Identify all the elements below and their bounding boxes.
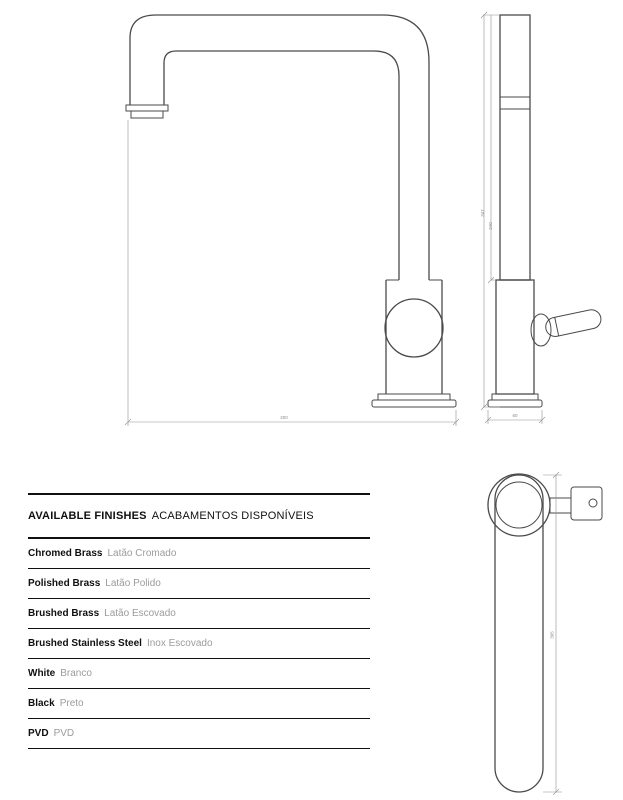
finish-name-en: PVD: [28, 728, 49, 739]
faucet-front-outline: [125, 14, 457, 408]
faucet-side-outline: [487, 14, 602, 408]
lever-end-plan: [570, 486, 603, 521]
finish-row: White Branco: [28, 659, 370, 689]
finishes-table: AVAILABLE FINISHES ACABAMENTOS DISPONÍVE…: [28, 493, 370, 749]
finish-name-en: Brushed Brass: [28, 608, 100, 619]
finishes-table-header: AVAILABLE FINISHES ACABAMENTOS DISPONÍVE…: [28, 495, 370, 539]
side-height-dimensions: 347 240: [480, 11, 500, 411]
finish-name-en: Black: [28, 698, 55, 709]
faucet-side-view-drawing: 347 240 60: [480, 8, 620, 433]
finish-row: Brushed Brass Latão Escovado: [28, 599, 370, 629]
finish-name-en: Brushed Stainless Steel: [28, 638, 142, 649]
faucet-top-view-drawing: 305: [480, 465, 620, 795]
plan-depth-dimension: 305: [543, 471, 562, 795]
front-width-dimension-label: 200: [280, 415, 288, 420]
finishes-header-en: AVAILABLE FINISHES: [28, 510, 147, 522]
finish-row: Chromed Brass Latão Cromado: [28, 539, 370, 569]
finish-row: Black Preto: [28, 689, 370, 719]
spout-plan-body: [494, 474, 544, 793]
faucet-top-outline: [487, 473, 603, 793]
finish-row: PVD PVD: [28, 719, 370, 749]
finish-name-en: Polished Brass: [28, 578, 101, 589]
finish-name-pt: Latão Escovado: [104, 608, 176, 619]
lever-handle: [545, 309, 602, 337]
base-flange: [377, 393, 451, 401]
front-width-dimension: 200: [124, 120, 460, 426]
control-knob: [384, 298, 444, 358]
finish-row: Polished Brass Latão Polido: [28, 569, 370, 599]
side-total-height-label: 347: [480, 209, 485, 217]
finish-name-pt: PVD: [53, 728, 75, 739]
finish-name-pt: Branco: [60, 668, 92, 679]
side-base-dimension: 60: [484, 410, 546, 424]
side-spout-height-label: 240: [488, 222, 493, 230]
faucet-front-view-drawing: 200: [112, 8, 462, 433]
finish-row: Brushed Stainless Steel Inox Escovado: [28, 629, 370, 659]
finish-name-pt: Latão Polido: [105, 578, 161, 589]
finish-name-pt: Inox Escovado: [146, 638, 213, 649]
lever-screw: [588, 498, 598, 508]
body-plan-circle: [487, 473, 551, 537]
finish-name-en: White: [28, 668, 56, 679]
finish-name-en: Chromed Brass: [28, 548, 103, 559]
plan-depth-dimension-label: 305: [550, 631, 555, 639]
finishes-header-pt: ACABAMENTOS DISPONÍVEIS: [151, 510, 314, 522]
base-flange: [491, 393, 539, 401]
spout-tip: [125, 104, 169, 112]
lever-knuckle: [530, 313, 552, 347]
finish-name-pt: Latão Cromado: [107, 548, 177, 559]
lever-stem-plan: [549, 497, 572, 514]
side-base-dimension-label: 60: [512, 413, 518, 418]
finish-name-pt: Preto: [59, 698, 84, 709]
